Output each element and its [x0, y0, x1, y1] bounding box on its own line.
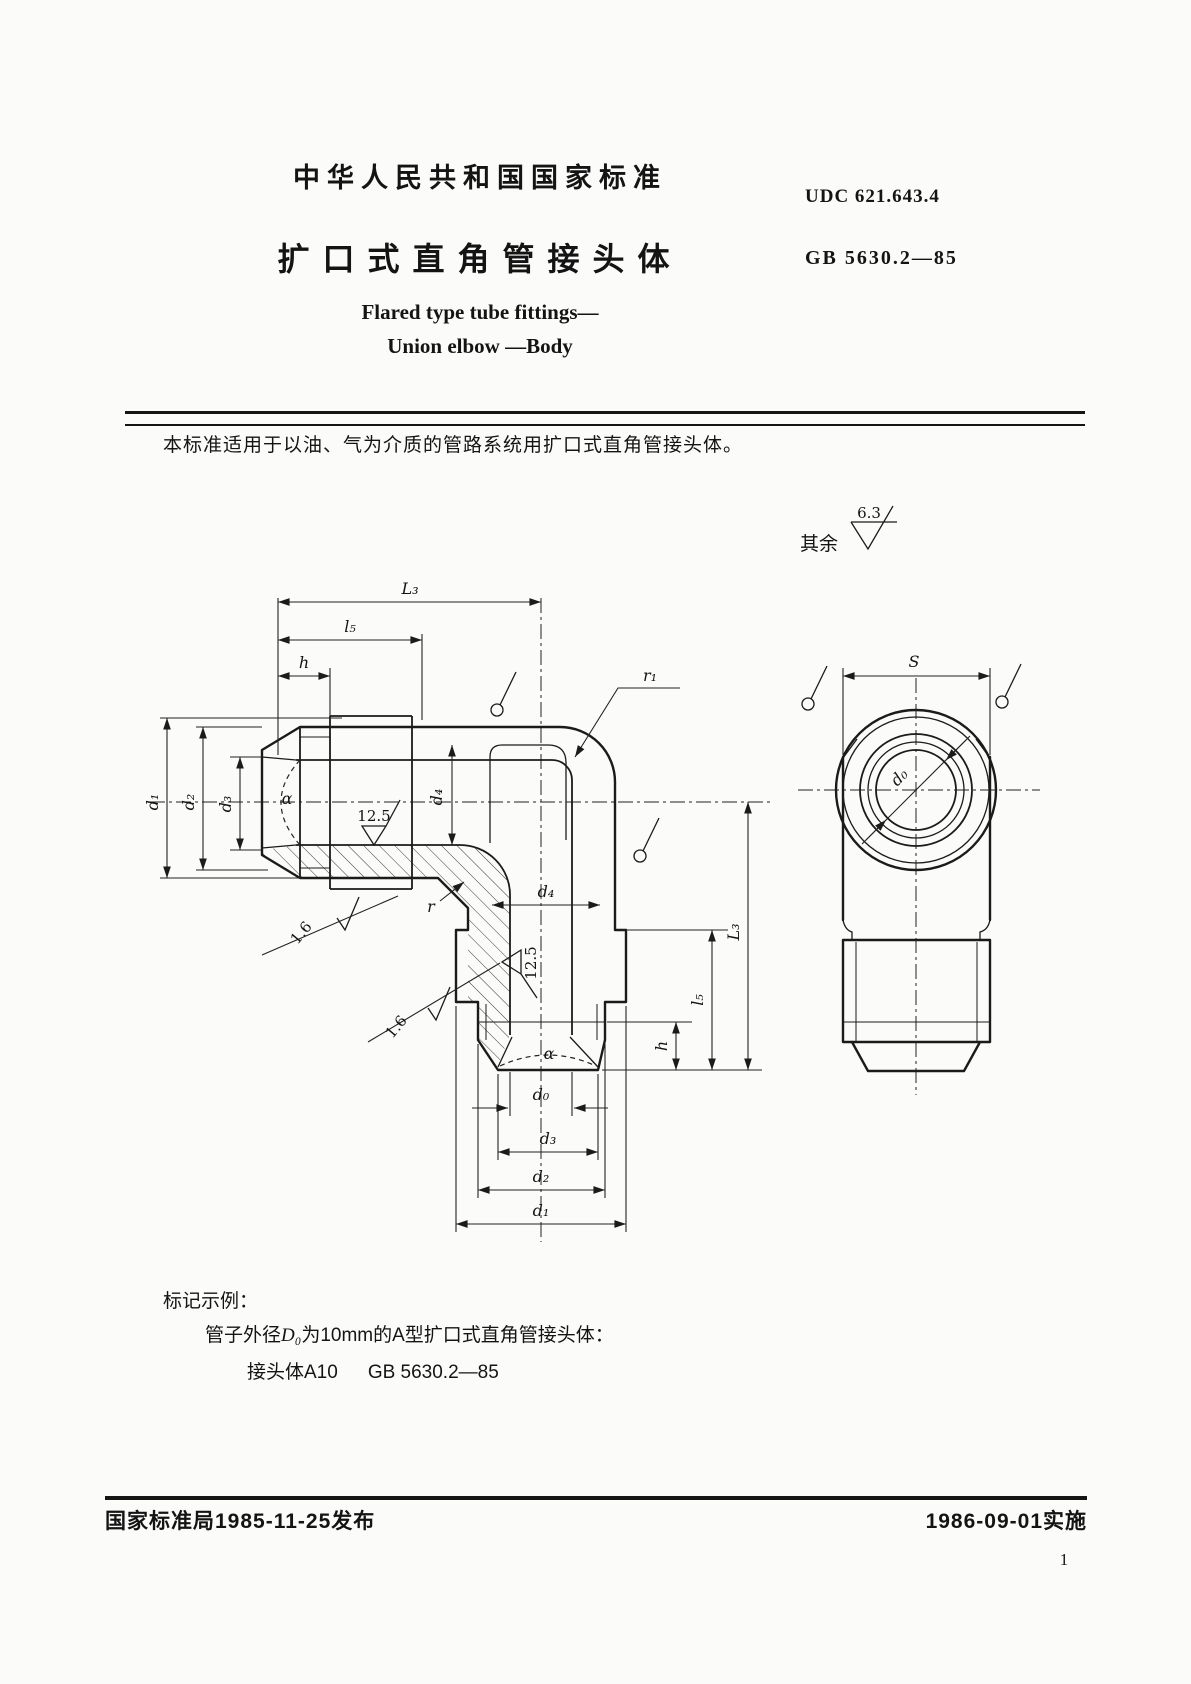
roughness-check-icon [850, 505, 894, 551]
dim-label-d4-horizontal: d₄ [538, 882, 555, 901]
dimensions-left-view [160, 598, 762, 1232]
dim-label-d3-left: d₃ [216, 796, 235, 813]
roughness-triangle-icon [500, 948, 538, 999]
dim-label-l5-right: l₅ [688, 994, 707, 1006]
marking-example-description: 管子外径D₀为10mm的A型扩口式直角管接头体： [205, 1320, 614, 1347]
end-view: S d₀ [801, 652, 1022, 1073]
roughness-value-12-5: 12.5 [357, 807, 390, 825]
elbow-detail-lines [261, 736, 605, 1068]
machining-symbol-icon [490, 671, 517, 717]
roughness-symbols-left-view [336, 671, 660, 1022]
roughness-triangle-icon [360, 799, 401, 847]
dim-label-d2-bottom: d₂ [533, 1167, 550, 1186]
roughness-value-1-6-leg: 1.6 [382, 1012, 411, 1042]
end-view-details [842, 738, 991, 1042]
header-rule-top [125, 411, 1085, 414]
dim-label-l5-top: l₅ [344, 617, 356, 636]
elbow-outline [260, 725, 628, 1072]
page-title: 扩口式直角管接头体 [277, 241, 683, 277]
surface-note-value: 6.3 [857, 504, 881, 522]
dim-label-d0-endview: d₀ [887, 764, 913, 790]
marking-example-heading: 标记示例： [163, 1291, 259, 1312]
roughness-check-icon [427, 986, 451, 1022]
dim-label-h-right: h [652, 1041, 671, 1051]
surface-note-prefix: 其余 [800, 533, 838, 555]
elbow-section-view [260, 715, 628, 1072]
dim-label-L3-top: L₃ [400, 579, 418, 598]
end-view-dimensions [842, 668, 991, 845]
flare-angle-arc-bottom [499, 1054, 597, 1067]
dim-label-alpha-bottom: α [544, 1044, 555, 1063]
header-rule-bottom [125, 424, 1085, 426]
scope-statement: 本标准适用于以油、气为介质的管路系统用扩口式直角管接头体。 [163, 435, 744, 456]
dim-label-L3-right: L₃ [724, 923, 743, 941]
surface-roughness-note: 其余 6.3 [800, 504, 897, 555]
designation-standard: GB 5630.2—85 [367, 1362, 499, 1383]
udc-number: UDC 621.643.4 [805, 186, 940, 207]
designation-text: 接头体A10 [247, 1362, 338, 1383]
dim-label-d4-vertical: d₄ [427, 789, 446, 806]
section-hatching [262, 845, 510, 1062]
machining-symbol-icon [633, 817, 660, 863]
dim-label-d0-bottom: d₀ [533, 1085, 550, 1104]
machining-symbol-icon [995, 663, 1022, 709]
dim-label-h-top: h [299, 653, 309, 672]
centerlines [150, 598, 1040, 1242]
end-view-body [841, 755, 992, 1073]
flare-angle-arc [280, 759, 301, 846]
dim-label-r: r [427, 897, 436, 916]
dim-label-d1-bottom: d₁ [533, 1201, 550, 1220]
footer-issued: 国家标准局1985-11-25发布 [105, 1510, 376, 1533]
dim-label-r1: r₁ [643, 666, 657, 685]
footer-rule [105, 1496, 1087, 1500]
page-number: 1 [1059, 1550, 1069, 1569]
footer-implemented: 1986-09-01实施 [925, 1510, 1087, 1533]
title-en-line2: Union elbow —Body [387, 334, 573, 358]
roughness-value-1-6: 1.6 [287, 918, 316, 948]
standard-org-title: 中华人民共和国国家标准 [293, 163, 667, 193]
dim-label-alpha: α [282, 789, 293, 808]
roughness-check-icon [336, 896, 360, 932]
title-en-line1: Flared type tube fittings— [361, 300, 599, 324]
dim-label-d1-left: d₁ [143, 794, 162, 811]
marking-desc-variable: D₀ [281, 1325, 302, 1346]
marking-example-designation: 接头体A10 GB 5630.2—85 [247, 1357, 499, 1384]
dim-label-d3-bottom: d₃ [540, 1129, 557, 1148]
marking-desc-prefix: 管子外径 [205, 1325, 282, 1346]
technical-drawing: 其余 6.3 [143, 504, 1040, 1242]
roughness-value-12-5-leg: 12.5 [522, 946, 540, 979]
elbow-inner-lines [296, 715, 573, 1035]
dim-label-S: S [909, 652, 920, 671]
marking-desc-suffix: 为10mm的A型扩口式直角管接头体： [301, 1325, 614, 1346]
standard-number: GB 5630.2—85 [805, 247, 958, 269]
dim-label-d2-left: d₂ [179, 794, 198, 811]
machining-symbol-icon [801, 665, 828, 711]
